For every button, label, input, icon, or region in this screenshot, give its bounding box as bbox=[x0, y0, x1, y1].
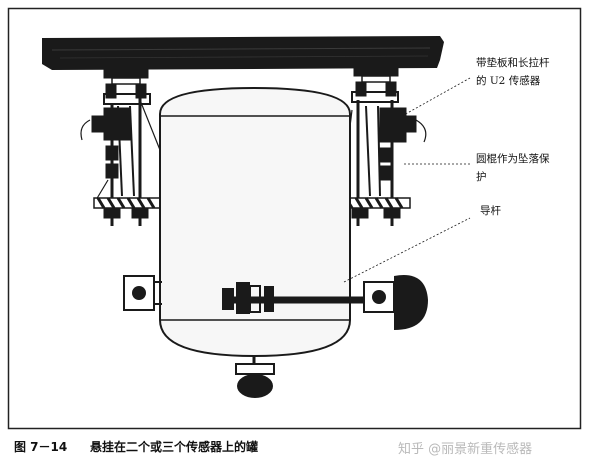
leader-lines bbox=[343, 77, 471, 283]
left-load-cell bbox=[103, 107, 131, 141]
right-guard-rod bbox=[365, 105, 371, 197]
figure-number: 图 7－14 bbox=[14, 440, 68, 454]
left-sensor-assembly bbox=[80, 69, 161, 226]
leader-guide bbox=[343, 217, 471, 283]
label-sensor-line1: 带垫板和长拉杆 bbox=[476, 57, 550, 69]
label-guide-rod: 导杆 bbox=[480, 205, 501, 217]
outlet-valve bbox=[237, 374, 273, 398]
support-beam bbox=[42, 36, 444, 70]
wall-mount bbox=[394, 275, 428, 330]
guide-bracket bbox=[222, 288, 234, 310]
left-mount-plate bbox=[103, 69, 149, 79]
label-rod-line2: 护 bbox=[476, 171, 487, 183]
leader-sensor bbox=[401, 77, 471, 117]
watermark: 知乎 @丽景新重传感器 bbox=[398, 442, 533, 457]
figure-frame bbox=[7, 7, 582, 430]
right-sensor-assembly bbox=[341, 67, 427, 226]
label-rod-line1: 圆棍作为坠落保 bbox=[476, 153, 550, 165]
tank bbox=[123, 86, 428, 398]
right-mount-plate bbox=[353, 67, 399, 77]
left-lug bbox=[123, 275, 155, 311]
right-load-cell bbox=[379, 107, 407, 143]
figure-title: 悬挂在二个或三个传感器上的罐 bbox=[90, 440, 259, 454]
label-sensor-line2: 的 U2 传感器 bbox=[476, 75, 541, 87]
